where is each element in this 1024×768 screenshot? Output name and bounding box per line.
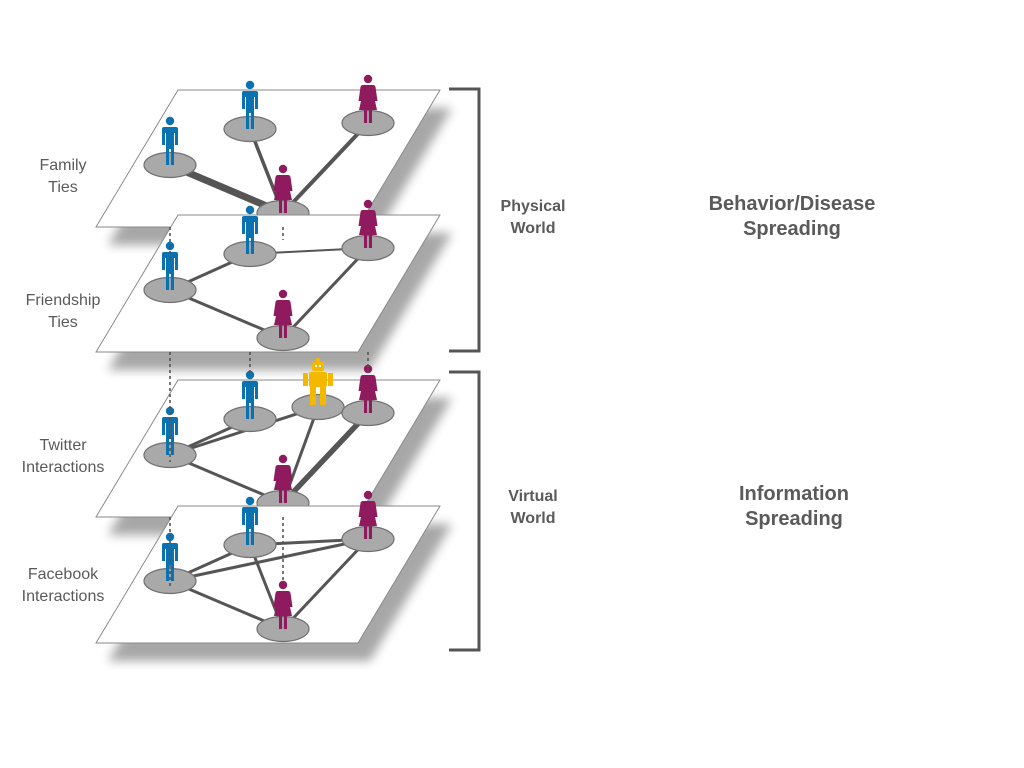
physical-world-label: Physical World — [483, 196, 583, 240]
facebook-label-line2: Interactions — [21, 588, 105, 605]
network-node — [256, 580, 310, 643]
twitter-label-line2: Interactions — [21, 459, 105, 476]
node-disc — [341, 234, 395, 262]
network-edge — [281, 121, 370, 215]
network-node — [143, 532, 197, 595]
node-disc — [291, 393, 345, 421]
layer-label-facebook: Facebook Interactions — [8, 564, 118, 608]
friendship-label-line2: Ties — [48, 314, 78, 331]
node-disc — [143, 151, 197, 179]
layer-label-friendship: Friendship Ties — [8, 290, 118, 334]
network-node — [223, 205, 277, 268]
information-spreading-line1: Information — [739, 483, 849, 505]
information-spreading-label: Information Spreading — [684, 482, 904, 532]
physical-world-bracket — [449, 87, 481, 353]
network-node — [341, 490, 395, 553]
family-label-line2: Ties — [48, 179, 78, 196]
physical-world-line1: Physical — [500, 198, 566, 215]
network-node — [291, 358, 345, 421]
information-spreading-line2: Spreading — [745, 508, 843, 530]
family-label-line1: Family — [39, 157, 87, 174]
node-disc — [341, 399, 395, 427]
network-node — [341, 199, 395, 262]
robot-icon — [303, 358, 333, 405]
layer-twitter — [95, 358, 452, 535]
virtual-world-label: Virtual World — [483, 486, 583, 530]
facebook-label-line1: Facebook — [27, 566, 99, 583]
behavior-disease-line1: Behavior/Disease — [708, 193, 876, 215]
node-disc — [341, 109, 395, 137]
network-node — [341, 74, 395, 137]
behavior-disease-line2: Spreading — [743, 218, 841, 240]
physical-world-line2: World — [510, 220, 556, 237]
layer-facebook — [95, 490, 452, 661]
node-disc — [341, 525, 395, 553]
node-disc — [143, 276, 197, 304]
network-edge — [280, 410, 371, 506]
node-disc — [256, 324, 310, 352]
network-node — [143, 116, 197, 179]
network-edge — [281, 537, 370, 631]
virtual-world-line2: World — [510, 510, 556, 527]
layer-label-family: Family Ties — [8, 155, 118, 199]
network-node — [256, 289, 310, 352]
behavior-disease-spreading-label: Behavior/Disease Spreading — [682, 192, 902, 242]
network-edge — [281, 246, 370, 340]
virtual-world-bracket — [449, 370, 481, 652]
node-disc — [223, 115, 277, 143]
network-node — [223, 80, 277, 143]
node-disc — [223, 531, 277, 559]
network-edge — [168, 537, 370, 583]
twitter-label-line1: Twitter — [39, 437, 87, 454]
node-disc — [223, 405, 277, 433]
network-node — [223, 496, 277, 559]
layer-label-twitter: Twitter Interactions — [8, 435, 118, 479]
node-disc — [223, 240, 277, 268]
node-disc — [256, 615, 310, 643]
network-node — [223, 370, 277, 433]
layer-family — [95, 74, 452, 245]
network-node — [143, 241, 197, 304]
layer-friendship — [95, 199, 452, 370]
network-node — [341, 364, 395, 427]
virtual-world-line1: Virtual — [508, 488, 558, 505]
node-disc — [143, 567, 197, 595]
friendship-label-line1: Friendship — [25, 292, 101, 309]
